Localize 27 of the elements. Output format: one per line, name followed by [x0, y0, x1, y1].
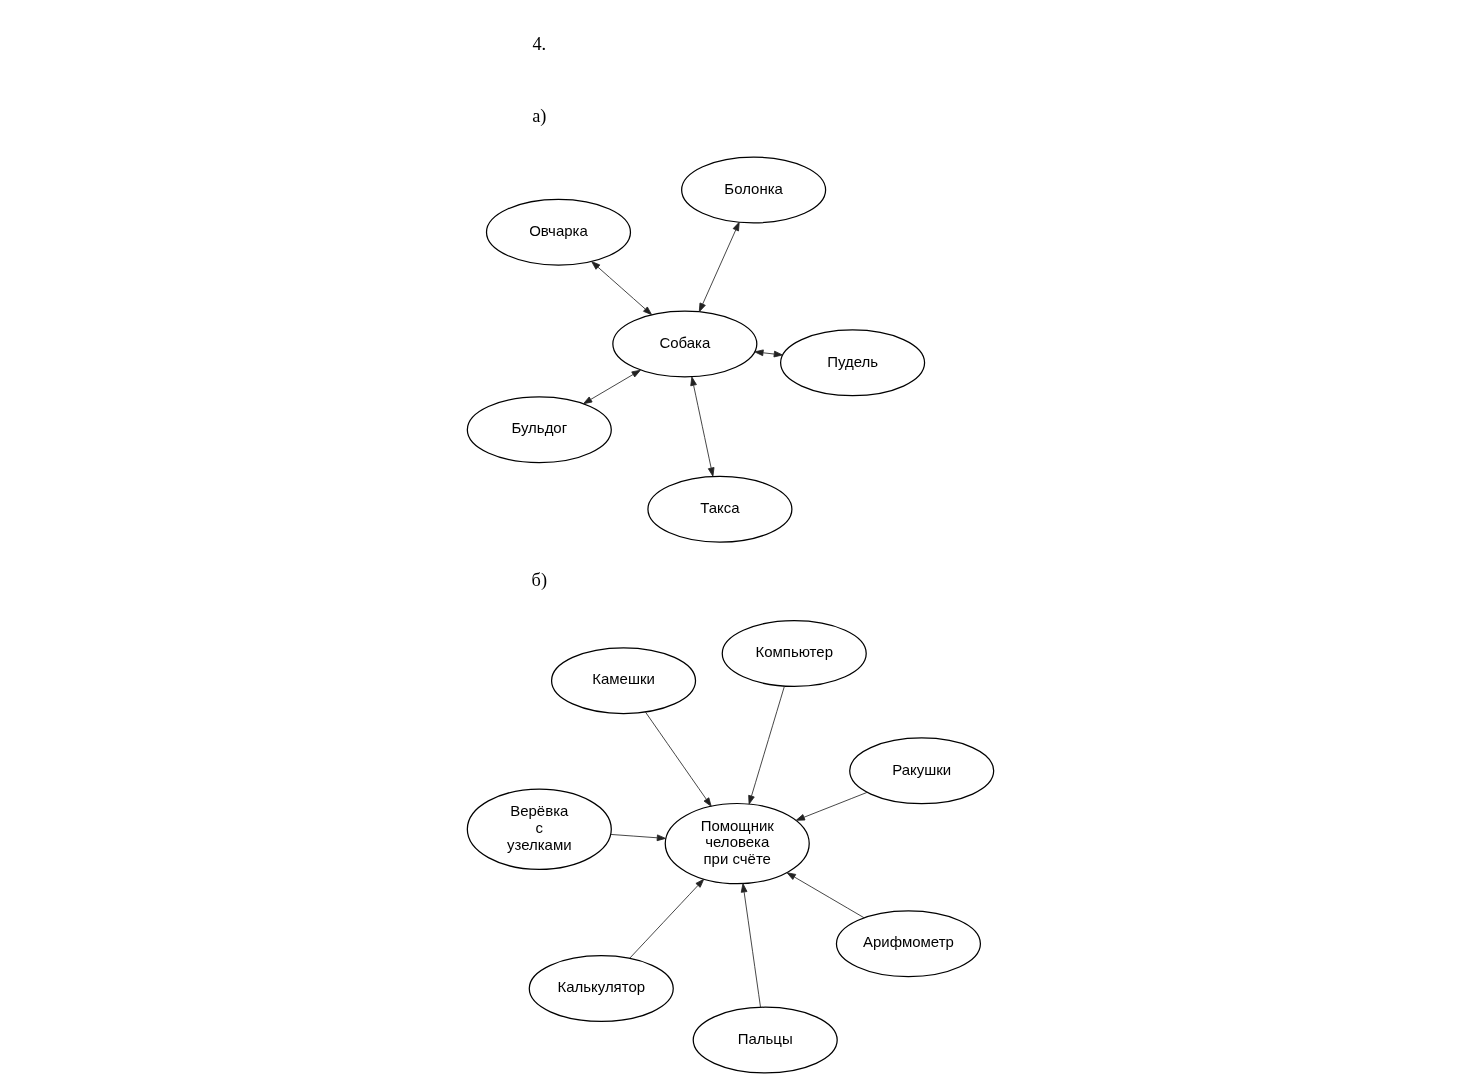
arrow	[609, 834, 666, 842]
arrow	[582, 369, 641, 405]
node-ellipse: Такса	[646, 475, 792, 543]
arrow	[753, 349, 783, 358]
arrow	[628, 878, 704, 959]
label: б)	[531, 570, 547, 591]
node-ellipse: Камешки	[550, 647, 696, 715]
node-ellipse: Болонка	[680, 156, 826, 224]
arrow	[689, 376, 714, 477]
arrow	[786, 872, 865, 919]
arrow	[698, 221, 740, 313]
node-ellipse: Пальцы	[692, 1006, 838, 1074]
node-ellipse: Овчарка	[485, 198, 631, 266]
label: 4.	[531, 33, 546, 54]
node-ellipse: Помощник человека при счёте	[664, 802, 810, 885]
arrow	[795, 791, 867, 821]
node-ellipse: Компьютер	[721, 620, 867, 687]
arrow	[590, 261, 652, 316]
node-ellipse: Калькулятор	[528, 955, 674, 1023]
node-ellipse: Пудель	[779, 329, 925, 397]
node-ellipse: Арифмометр	[835, 910, 981, 978]
node-ellipse: Ракушки	[848, 737, 994, 805]
node-ellipse: Верёвка с узелками	[466, 788, 612, 870]
arrow	[747, 685, 785, 805]
arrow	[740, 883, 761, 1008]
label: а)	[531, 105, 546, 126]
arrow	[644, 711, 712, 807]
